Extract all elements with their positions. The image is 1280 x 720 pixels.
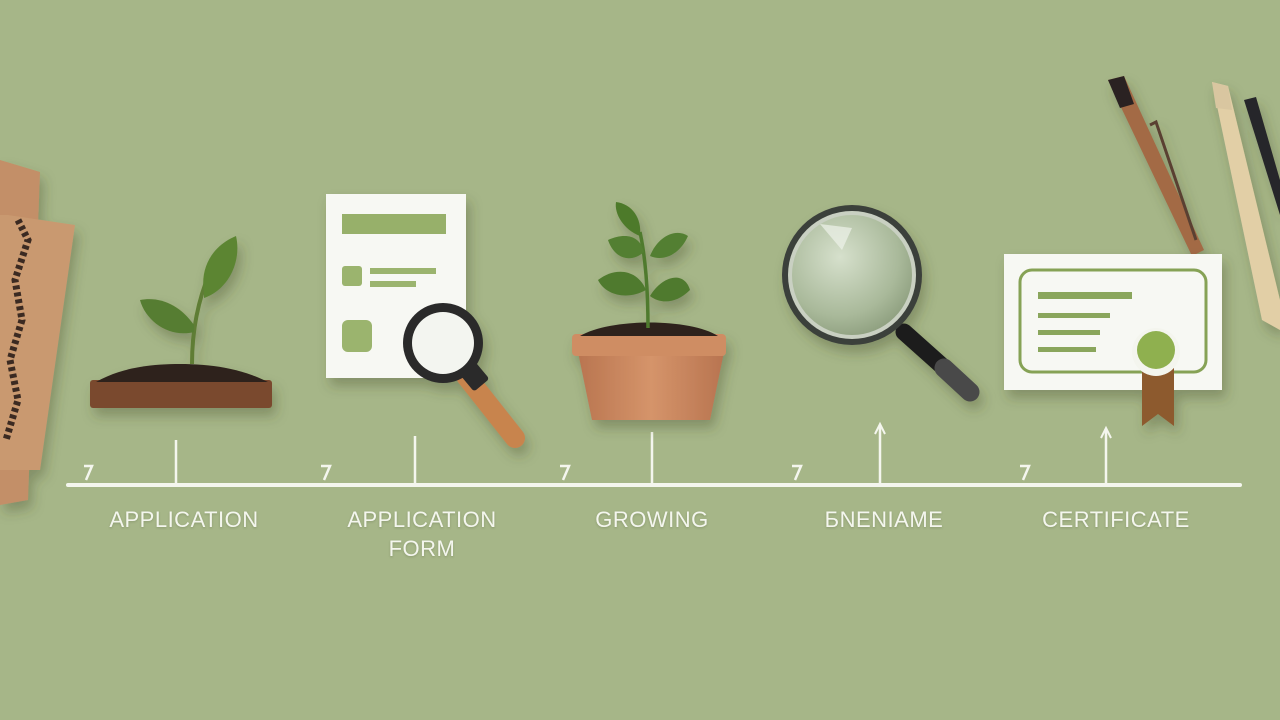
timeline-mark <box>560 464 571 481</box>
step-label-2: APPLICATION FORM <box>312 505 532 563</box>
tick-arrowhead <box>874 421 886 435</box>
step-label-line: БNENIAME <box>824 507 944 532</box>
seedling-in-soil-icon <box>90 236 272 408</box>
step-label-3: GROWING <box>542 505 762 534</box>
step-label-line: APPLICATION <box>109 507 259 532</box>
step-label-line: APPLICATION <box>347 507 497 532</box>
form-and-magnifier-icon <box>326 194 525 448</box>
timeline-mark <box>84 464 94 481</box>
step-label-line: GROWING <box>595 507 709 532</box>
timeline-mark <box>1020 464 1031 481</box>
pens-icon <box>1108 76 1280 330</box>
timeline-mark <box>321 464 332 481</box>
step-label-line: CERTIFICATE <box>1042 507 1190 532</box>
step-label-line: FORM <box>388 536 456 561</box>
potted-plant-icon <box>572 202 726 420</box>
certificate-icon <box>1004 254 1222 426</box>
timeline-mark <box>792 464 803 481</box>
step-label-4: БNENIAME <box>774 505 994 534</box>
tick-arrowhead <box>1100 425 1112 439</box>
cork-boards-icon <box>0 160 75 505</box>
magnifying-glass-icon <box>782 205 980 402</box>
step-label-5: CERTIFICATE <box>1006 505 1226 534</box>
step-label-1: APPLICATION <box>74 505 294 534</box>
timeline <box>66 421 1242 487</box>
